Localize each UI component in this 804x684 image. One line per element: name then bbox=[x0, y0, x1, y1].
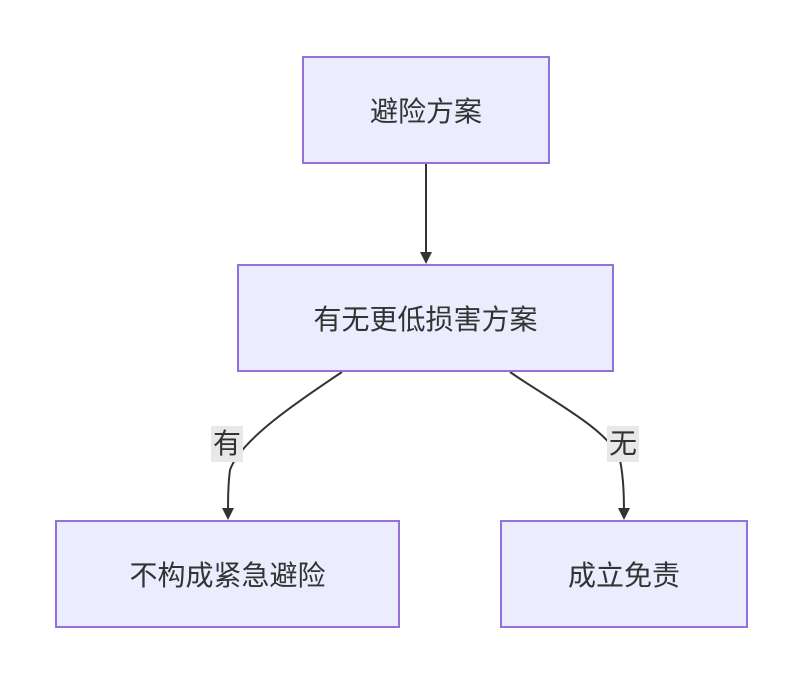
node-exempt-liability-label: 成立免责 bbox=[567, 559, 680, 592]
node-lower-harm-decision: 有无更低损害方案 bbox=[237, 264, 614, 372]
node-not-emergency-avoidance-label: 不构成紧急避险 bbox=[129, 559, 326, 592]
node-avoidance-plan: 避险方案 bbox=[302, 56, 550, 164]
node-lower-harm-decision-label: 有无更低损害方案 bbox=[313, 303, 538, 336]
node-avoidance-plan-label: 避险方案 bbox=[369, 95, 482, 128]
node-not-emergency-avoidance: 不构成紧急避险 bbox=[55, 520, 400, 628]
node-exempt-liability: 成立免责 bbox=[500, 520, 748, 628]
edge-label-no: 无 bbox=[607, 426, 640, 462]
edge-label-yes: 有 bbox=[211, 426, 244, 462]
edge-decision-to-yes bbox=[222, 371, 343, 520]
